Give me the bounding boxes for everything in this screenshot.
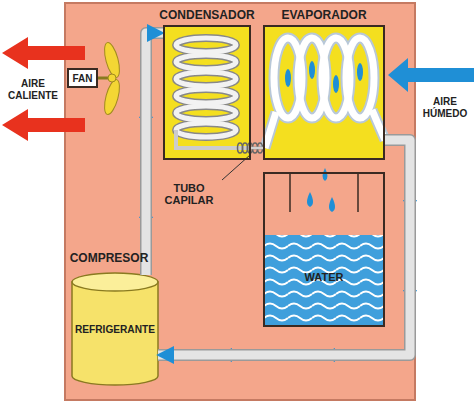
part-label: REFRIGERANTE <box>75 324 155 335</box>
condenser-box: CONDENSADOR <box>163 25 251 160</box>
part-heading: EVAPORADOR <box>281 8 366 22</box>
part-heading: COMPRESOR <box>70 251 149 265</box>
evaporator-panel <box>263 25 385 160</box>
flow-arrows <box>139 104 417 362</box>
housing <box>65 3 415 400</box>
water-tank: WATER <box>263 172 385 327</box>
condensation-drops <box>285 61 363 93</box>
part-heading: CONDENSADOR <box>159 8 254 22</box>
tank-ground <box>263 172 385 327</box>
refrigerant-pipe <box>146 33 163 275</box>
water <box>264 235 384 326</box>
fan-blades <box>102 41 123 116</box>
compressor: COMPRESORREFRIGERANTE <box>72 273 158 385</box>
part-label: FAN <box>73 73 93 84</box>
evaporator-box: EVAPORADOR <box>263 25 385 160</box>
airflow-label: AIRE HÚMEDO <box>417 96 473 120</box>
evaporator-coil-inner <box>265 38 385 148</box>
refrigerant-pipe <box>158 140 410 355</box>
refrigerant-pipe <box>251 148 263 149</box>
airflow-label: AIRE CALIENTE <box>2 78 64 102</box>
hot-air-arrows <box>2 37 85 141</box>
condenser-panel <box>163 25 251 160</box>
evaporator-coil <box>265 38 385 148</box>
callout-label: TUBO CAPILAR <box>150 182 228 206</box>
condenser-coil-inner <box>176 38 251 148</box>
humid-air-arrow <box>388 58 474 92</box>
tank-label: WATER <box>305 271 344 283</box>
compressor-cylinder <box>72 273 158 385</box>
water-drops <box>307 168 335 212</box>
fan-box: FAN <box>67 68 98 88</box>
condenser-coil <box>176 38 236 137</box>
